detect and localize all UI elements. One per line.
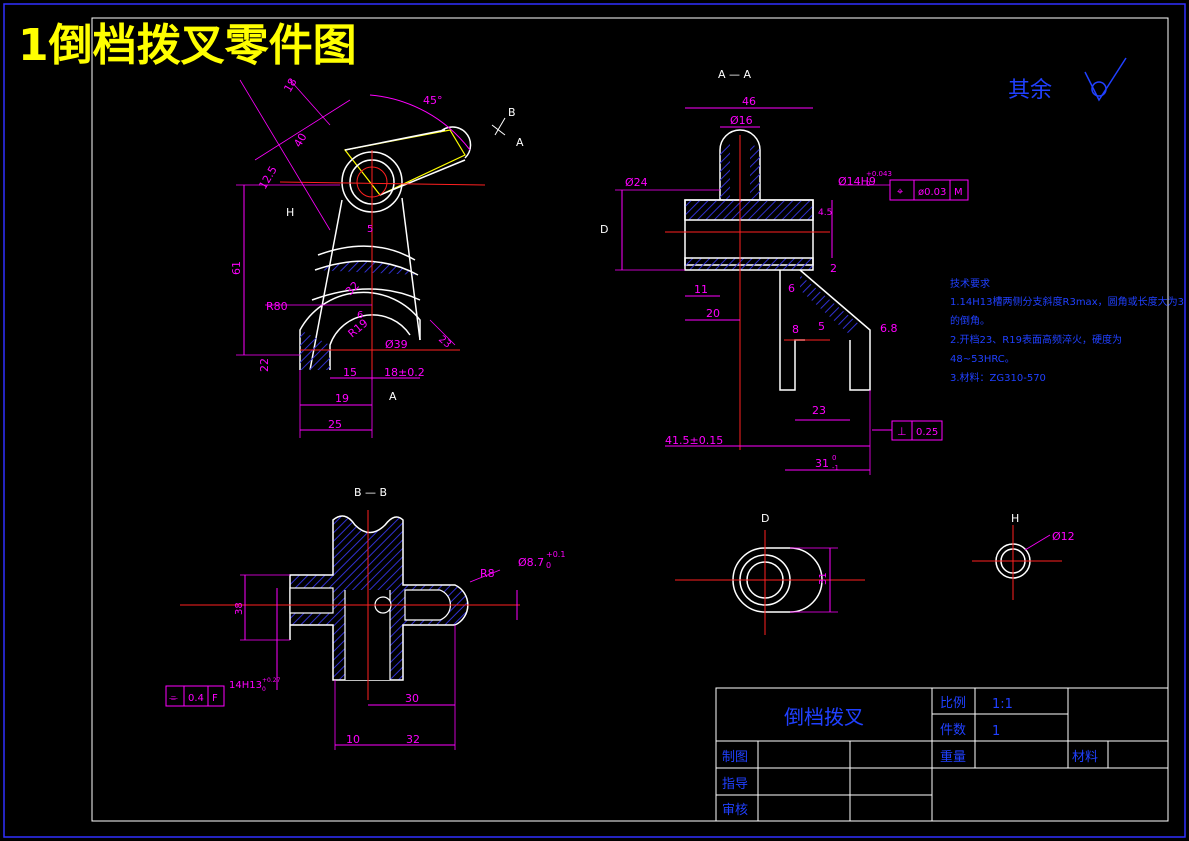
- dim-18tol: 18±0.2: [384, 366, 425, 379]
- section-bb-label: B — B: [354, 486, 387, 499]
- main-view: 18 45° 40 61 12.5 R80 R19 32 22 15 18±0.…: [230, 76, 524, 438]
- technical-requirements: 技术要求 1.14H13槽两侧分支斜度R3max，圆角或长度大为3 的倒角。 2…: [950, 277, 1184, 384]
- section-aa-label: A — A: [718, 68, 752, 81]
- dim-19: 19: [335, 392, 349, 405]
- dim-aa-2: 2: [830, 262, 837, 275]
- dim-18: 18: [281, 76, 299, 95]
- dim-aa-16: Ø16: [730, 114, 753, 127]
- title-material-label: 材料: [1072, 750, 1098, 765]
- tech-req-line-5: 3.材料：ZG310-570: [950, 371, 1046, 384]
- surface-finish-symbol: 其余: [1008, 57, 1127, 103]
- section-aa-view: A — A D 46 Ø16 Ø24 Ø14H9: [600, 68, 969, 475]
- page-title: 1倒档拨叉零件图: [18, 20, 357, 71]
- perpendicular-symbol: ⊥: [897, 425, 907, 438]
- dim-aa-14: Ø14H9: [838, 175, 876, 188]
- dim-aa-20: 20: [706, 307, 720, 320]
- dim-aa-31tol: 0: [832, 454, 836, 462]
- dim-bb-r8: R8: [480, 567, 495, 580]
- dim-40: 40: [291, 131, 309, 150]
- title-part-name: 倒档拨叉: [784, 705, 864, 729]
- position-value: ø0.03: [918, 187, 946, 198]
- view-h-label: H: [1011, 512, 1019, 525]
- dim-25: 25: [328, 418, 342, 431]
- position-datum: M: [954, 187, 963, 198]
- dim-61: 61: [230, 261, 243, 275]
- title-review-label: 审核: [722, 803, 748, 818]
- tech-req-line-4: 48~53HRC。: [950, 354, 1015, 365]
- marker-a-bottom: A: [389, 390, 397, 403]
- tolerance-frame-symmetry: ⌯ 0.4 F: [165, 685, 225, 707]
- dim-45deg: 45°: [423, 94, 443, 107]
- tolerance-frame-perpendicular: ⊥ 0.25: [872, 420, 943, 441]
- marker-a: A: [516, 136, 524, 149]
- outer-border: [3, 3, 1186, 838]
- tech-req-line-1: 1.14H13槽两侧分支斜度R3max，圆角或长度大为3: [950, 295, 1184, 308]
- dim-32: 32: [343, 279, 362, 298]
- symmetry-symbol: ⌯: [169, 691, 178, 704]
- marker-h: H: [286, 206, 294, 219]
- title-quantity-value: 1: [992, 724, 1000, 739]
- tolerance-frame-position: ⌖ ø0.03 M: [889, 179, 969, 201]
- dim-aa-14tol: +0.043: [866, 170, 892, 178]
- dim-bb-14htol: +0.27: [262, 677, 281, 684]
- title-guide-label: 指导: [722, 777, 748, 792]
- dim-aa-5: 5: [818, 320, 825, 333]
- dim-bb-9tol2: 0: [546, 561, 551, 570]
- symmetry-datum: F: [212, 693, 218, 704]
- dim-bb-9tol: +0.1: [546, 550, 565, 559]
- dim-22: 22: [258, 358, 271, 372]
- dim-15: 15: [343, 366, 357, 379]
- position-symbol: ⌖: [897, 185, 903, 198]
- tech-req-line-3: 2.开档23、R19表面高频淬火，硬度为: [950, 333, 1122, 346]
- dim-aa-4-5: 4.5: [818, 208, 832, 218]
- dim-aa-6-8: 6.8: [880, 322, 898, 335]
- view-d-dim-31: 31: [818, 572, 829, 585]
- view-d-label: D: [761, 512, 769, 525]
- drawing-frame: [91, 17, 1169, 822]
- title-weight-label: 重量: [940, 749, 966, 765]
- dim-aa-31tol2: -1: [832, 464, 839, 472]
- dim-aa-46: 46: [742, 95, 756, 108]
- title-scale-value: 1:1: [992, 697, 1013, 712]
- dim-aa-23: 23: [812, 404, 826, 417]
- view-h: H Ø12: [972, 512, 1075, 600]
- tech-req-heading: 技术要求: [950, 277, 990, 290]
- dim-bb-14h: 14H13: [229, 680, 262, 691]
- section-bb-view: B — B R8 Ø8.7 +0.1 0 30 10 32 14H13 +0.2…: [165, 486, 565, 750]
- dim-6: 6: [357, 310, 363, 321]
- dim-12: 12.5: [256, 164, 280, 192]
- dim-aa-415: 41.5±0.15: [665, 434, 723, 447]
- view-d: D 31: [675, 512, 865, 635]
- dim-23: 23: [436, 334, 453, 351]
- dim-aa-31: 31: [815, 457, 829, 470]
- dim-aa-11: 11: [694, 283, 708, 296]
- dim-aa-24: Ø24: [625, 176, 648, 189]
- view-h-dim-12: Ø12: [1052, 530, 1075, 543]
- surface-finish-note: 其余: [1008, 78, 1052, 103]
- marker-b: B: [508, 106, 516, 119]
- tech-req-line-2: 的倒角。: [950, 314, 990, 327]
- dim-aa-8: 8: [792, 323, 799, 336]
- dim-r80: R80: [266, 300, 288, 313]
- title-block: 倒档拨叉 比例 1:1 件数 1 制图 重量 材料 指导 审核: [715, 687, 1169, 822]
- dim-bb-10: 10: [346, 733, 360, 746]
- marker-d: D: [600, 223, 608, 236]
- perpendicular-value: 0.25: [916, 427, 938, 438]
- dim-bb-14htol2: 0: [262, 686, 266, 693]
- dim-aa-6: 6: [788, 282, 795, 295]
- dim-bb-30: 30: [405, 692, 419, 705]
- dim-aa-14tol0: 0: [866, 180, 870, 188]
- title-quantity-label: 件数: [940, 723, 966, 738]
- dim-bb-9: Ø8.7: [518, 556, 544, 569]
- title-scale-label: 比例: [940, 696, 966, 711]
- dim-39: Ø39: [385, 338, 408, 351]
- dim-bb-38: 38: [234, 602, 245, 615]
- symmetry-value: 0.4: [188, 693, 204, 704]
- dim-bb-32: 32: [406, 733, 420, 746]
- dim-5: 5: [367, 224, 373, 235]
- title-drawn-label: 制图: [722, 750, 748, 765]
